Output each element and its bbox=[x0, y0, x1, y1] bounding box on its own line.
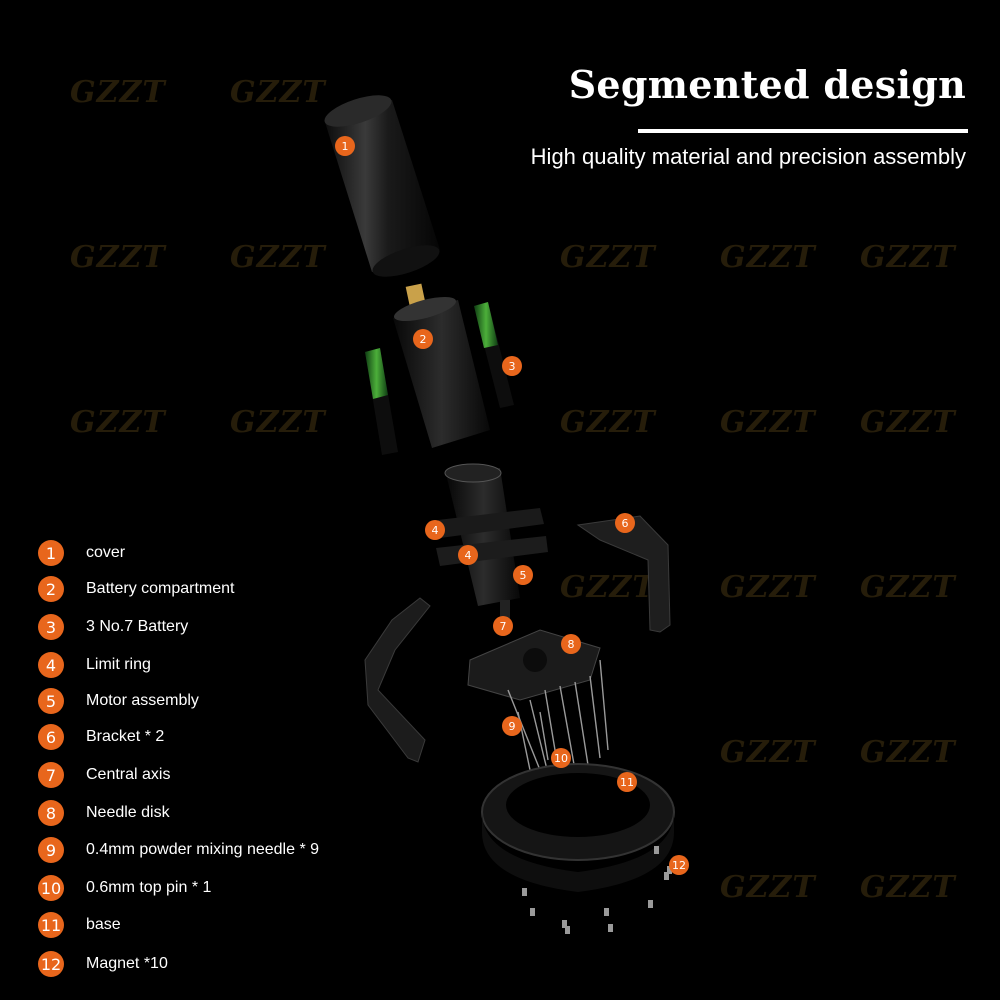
callout-badge: 2 bbox=[413, 329, 433, 349]
legend-number-badge: 3 bbox=[38, 614, 64, 640]
legend-item: 7 Central axis bbox=[38, 760, 170, 790]
legend-label: Motor assembly bbox=[86, 692, 199, 709]
title-divider bbox=[638, 129, 968, 133]
callout-badge: 4 bbox=[458, 545, 478, 565]
page-subtitle: High quality material and precision asse… bbox=[530, 144, 966, 169]
callout-badge: 5 bbox=[513, 565, 533, 585]
motor-assembly-part bbox=[436, 463, 548, 624]
legend-item: 5 Motor assembly bbox=[38, 686, 199, 716]
legend-item: 12 Magnet *10 bbox=[38, 949, 168, 979]
legend-label: base bbox=[86, 916, 121, 933]
base-part bbox=[481, 763, 675, 892]
legend-item: 8 Needle disk bbox=[38, 798, 170, 828]
legend-label: cover bbox=[86, 544, 126, 561]
legend-number-badge: 6 bbox=[38, 724, 64, 750]
page-title: Segmented design bbox=[568, 62, 966, 107]
legend-item: 3 3 No.7 Battery bbox=[38, 612, 188, 642]
legend-item: 4 Limit ring bbox=[38, 650, 151, 680]
legend-number-badge: 10 bbox=[38, 875, 64, 901]
legend-item: 6 Bracket * 2 bbox=[38, 722, 164, 752]
callout-badge: 4 bbox=[425, 520, 445, 540]
legend-number-badge: 7 bbox=[38, 762, 64, 788]
legend-number-badge: 5 bbox=[38, 688, 64, 714]
legend-number-badge: 11 bbox=[38, 912, 64, 938]
legend-number-badge: 2 bbox=[38, 576, 64, 602]
legend-label: 3 No.7 Battery bbox=[86, 618, 189, 635]
legend-label: 0.4mm powder mixing needle * 9 bbox=[86, 841, 320, 858]
legend-label: 0.6mm top pin * 1 bbox=[86, 879, 212, 896]
legend-label: Limit ring bbox=[86, 656, 151, 673]
bracket-right bbox=[576, 515, 671, 633]
callout-badge: 10 bbox=[551, 748, 571, 768]
legend-number-badge: 1 bbox=[38, 540, 64, 566]
legend-number-badge: 8 bbox=[38, 800, 64, 826]
callout-badge: 7 bbox=[493, 616, 513, 636]
legend-label: Bracket * 2 bbox=[86, 728, 165, 745]
legend-label: Battery compartment bbox=[86, 580, 235, 597]
callout-badge: 3 bbox=[502, 356, 522, 376]
callout-badge: 6 bbox=[615, 513, 635, 533]
battery-right bbox=[474, 302, 514, 408]
legend-item: 2 Battery compartment bbox=[38, 574, 235, 604]
legend-item: 10 0.6mm top pin * 1 bbox=[38, 873, 211, 903]
legend-label: Central axis bbox=[86, 766, 171, 783]
callout-badge: 11 bbox=[617, 772, 637, 792]
cover-part bbox=[324, 95, 440, 277]
legend-item: 1 cover bbox=[38, 538, 125, 568]
legend-number-badge: 9 bbox=[38, 837, 64, 863]
bracket-left bbox=[364, 597, 431, 763]
legend-item: 9 0.4mm powder mixing needle * 9 bbox=[38, 835, 319, 865]
legend-label: Needle disk bbox=[86, 804, 170, 821]
legend-number-badge: 12 bbox=[38, 951, 64, 977]
callout-badge: 9 bbox=[502, 716, 522, 736]
callout-badge: 8 bbox=[561, 634, 581, 654]
battery-left bbox=[365, 348, 398, 455]
legend-item: 11 base bbox=[38, 910, 121, 940]
callout-badge: 1 bbox=[335, 136, 355, 156]
legend-label: Magnet *10 bbox=[86, 955, 168, 972]
callout-badge: 12 bbox=[669, 855, 689, 875]
legend-number-badge: 4 bbox=[38, 652, 64, 678]
